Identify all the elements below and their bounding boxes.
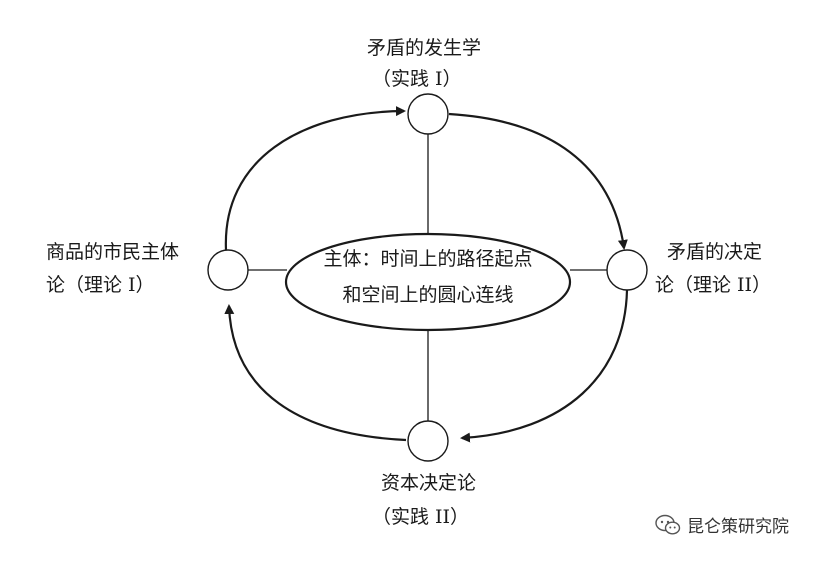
node-left-title: 商品的市民主体 — [46, 241, 180, 263]
node-right-subtitle: 论（理论 II） — [655, 274, 772, 296]
center-label-line2: 和空间上的圆心连线 — [342, 284, 514, 306]
node-top-subtitle: （实践 I） — [372, 68, 462, 90]
watermark: 昆仑策研究院 — [655, 512, 789, 537]
node-left-subtitle: 论（理论 I） — [46, 274, 155, 296]
arrow-top-to-right — [448, 112, 628, 250]
node-bottom-title: 资本决定论 — [381, 472, 477, 494]
node-top-circle — [407, 93, 449, 135]
wechat-icon — [655, 514, 681, 535]
node-right-circle — [606, 249, 648, 291]
arrow-right-to-bottom — [460, 289, 629, 443]
node-bottom-circle — [407, 420, 449, 462]
center-label-line1: 主体：时间上的路径起点 — [323, 248, 533, 270]
node-top-title: 矛盾的发生学 — [367, 37, 482, 59]
arrow-left-to-top — [224, 106, 406, 251]
center-ellipse — [284, 232, 572, 332]
node-right-title: 矛盾的决定 — [667, 241, 763, 263]
node-bottom-subtitle: （实践 II） — [372, 506, 470, 528]
watermark-text: 昆仑策研究院 — [687, 517, 789, 537]
arrow-bottom-to-left — [224, 304, 407, 442]
node-left-circle — [207, 249, 249, 291]
